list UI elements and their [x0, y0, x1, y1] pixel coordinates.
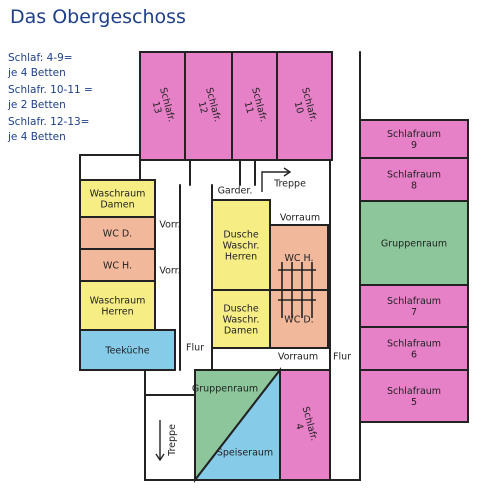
- note-line: Schlaf: 4-9=: [8, 52, 73, 64]
- room-wc-h-mid-label: WC H.: [284, 253, 313, 264]
- room-wc-d-left-label: WC D.: [103, 228, 132, 239]
- note-line: je 2 Betten: [8, 99, 66, 111]
- label-vorraum-bottom: Vorraum: [278, 351, 318, 362]
- label-flur-right: Flur: [333, 351, 351, 362]
- room-gruppenraum-bottom-label: Gruppenraum: [192, 383, 258, 394]
- room-schlafraum-9: [359, 119, 469, 159]
- label-vorr-2: Vorr.: [159, 265, 180, 276]
- room-schlafr-4: [279, 369, 331, 481]
- page-title: Das Obergeschoss: [10, 6, 186, 28]
- room-teekueche-label: Teeküche: [104, 345, 149, 356]
- label-treppe-top: Treppe: [273, 178, 306, 189]
- label-treppe-bottom: Treppe: [167, 424, 178, 457]
- note-line: je 4 Betten: [8, 67, 66, 79]
- note-line: Schlafr. 12-13=: [8, 116, 90, 128]
- room-schlafr-11: [231, 51, 278, 161]
- room-speiseraum-label: Speiseraum: [217, 447, 273, 458]
- label-garder: Garder.: [218, 185, 253, 196]
- room-dusche-herren: [211, 199, 271, 291]
- stair-arrows: [155, 167, 292, 462]
- stair-hatching: [278, 262, 316, 318]
- room-schlafr-13: [139, 51, 186, 161]
- label-flur-left: Flur: [186, 342, 204, 353]
- room-wc-h-mid: [269, 224, 329, 291]
- note-line: Schlafr. 10-11 =: [8, 84, 93, 96]
- room-schlafraum-7: [359, 284, 469, 328]
- room-gruppenraum-right: [359, 200, 469, 286]
- note-line: je 4 Betten: [8, 131, 66, 143]
- label-vorraum-top: Vorraum: [280, 212, 320, 223]
- room-teekueche: [79, 329, 176, 371]
- room-dusche-damen: [211, 289, 271, 349]
- room-gruppenraum-right-label: Gruppenraum: [381, 238, 447, 249]
- room-wc-h-left-label: WC H.: [103, 260, 132, 271]
- room-wc-d-left: [79, 216, 156, 250]
- room-wc-h-left: [79, 248, 156, 282]
- room-schlafraum-8: [359, 157, 469, 202]
- label-vorr-1: Vorr.: [159, 219, 180, 230]
- room-wc-d-mid-label: WC D.: [284, 314, 313, 325]
- room-schlafr-12: [184, 51, 233, 161]
- room-schlafraum-5: [359, 369, 469, 423]
- room-schlafr-10: [276, 51, 333, 161]
